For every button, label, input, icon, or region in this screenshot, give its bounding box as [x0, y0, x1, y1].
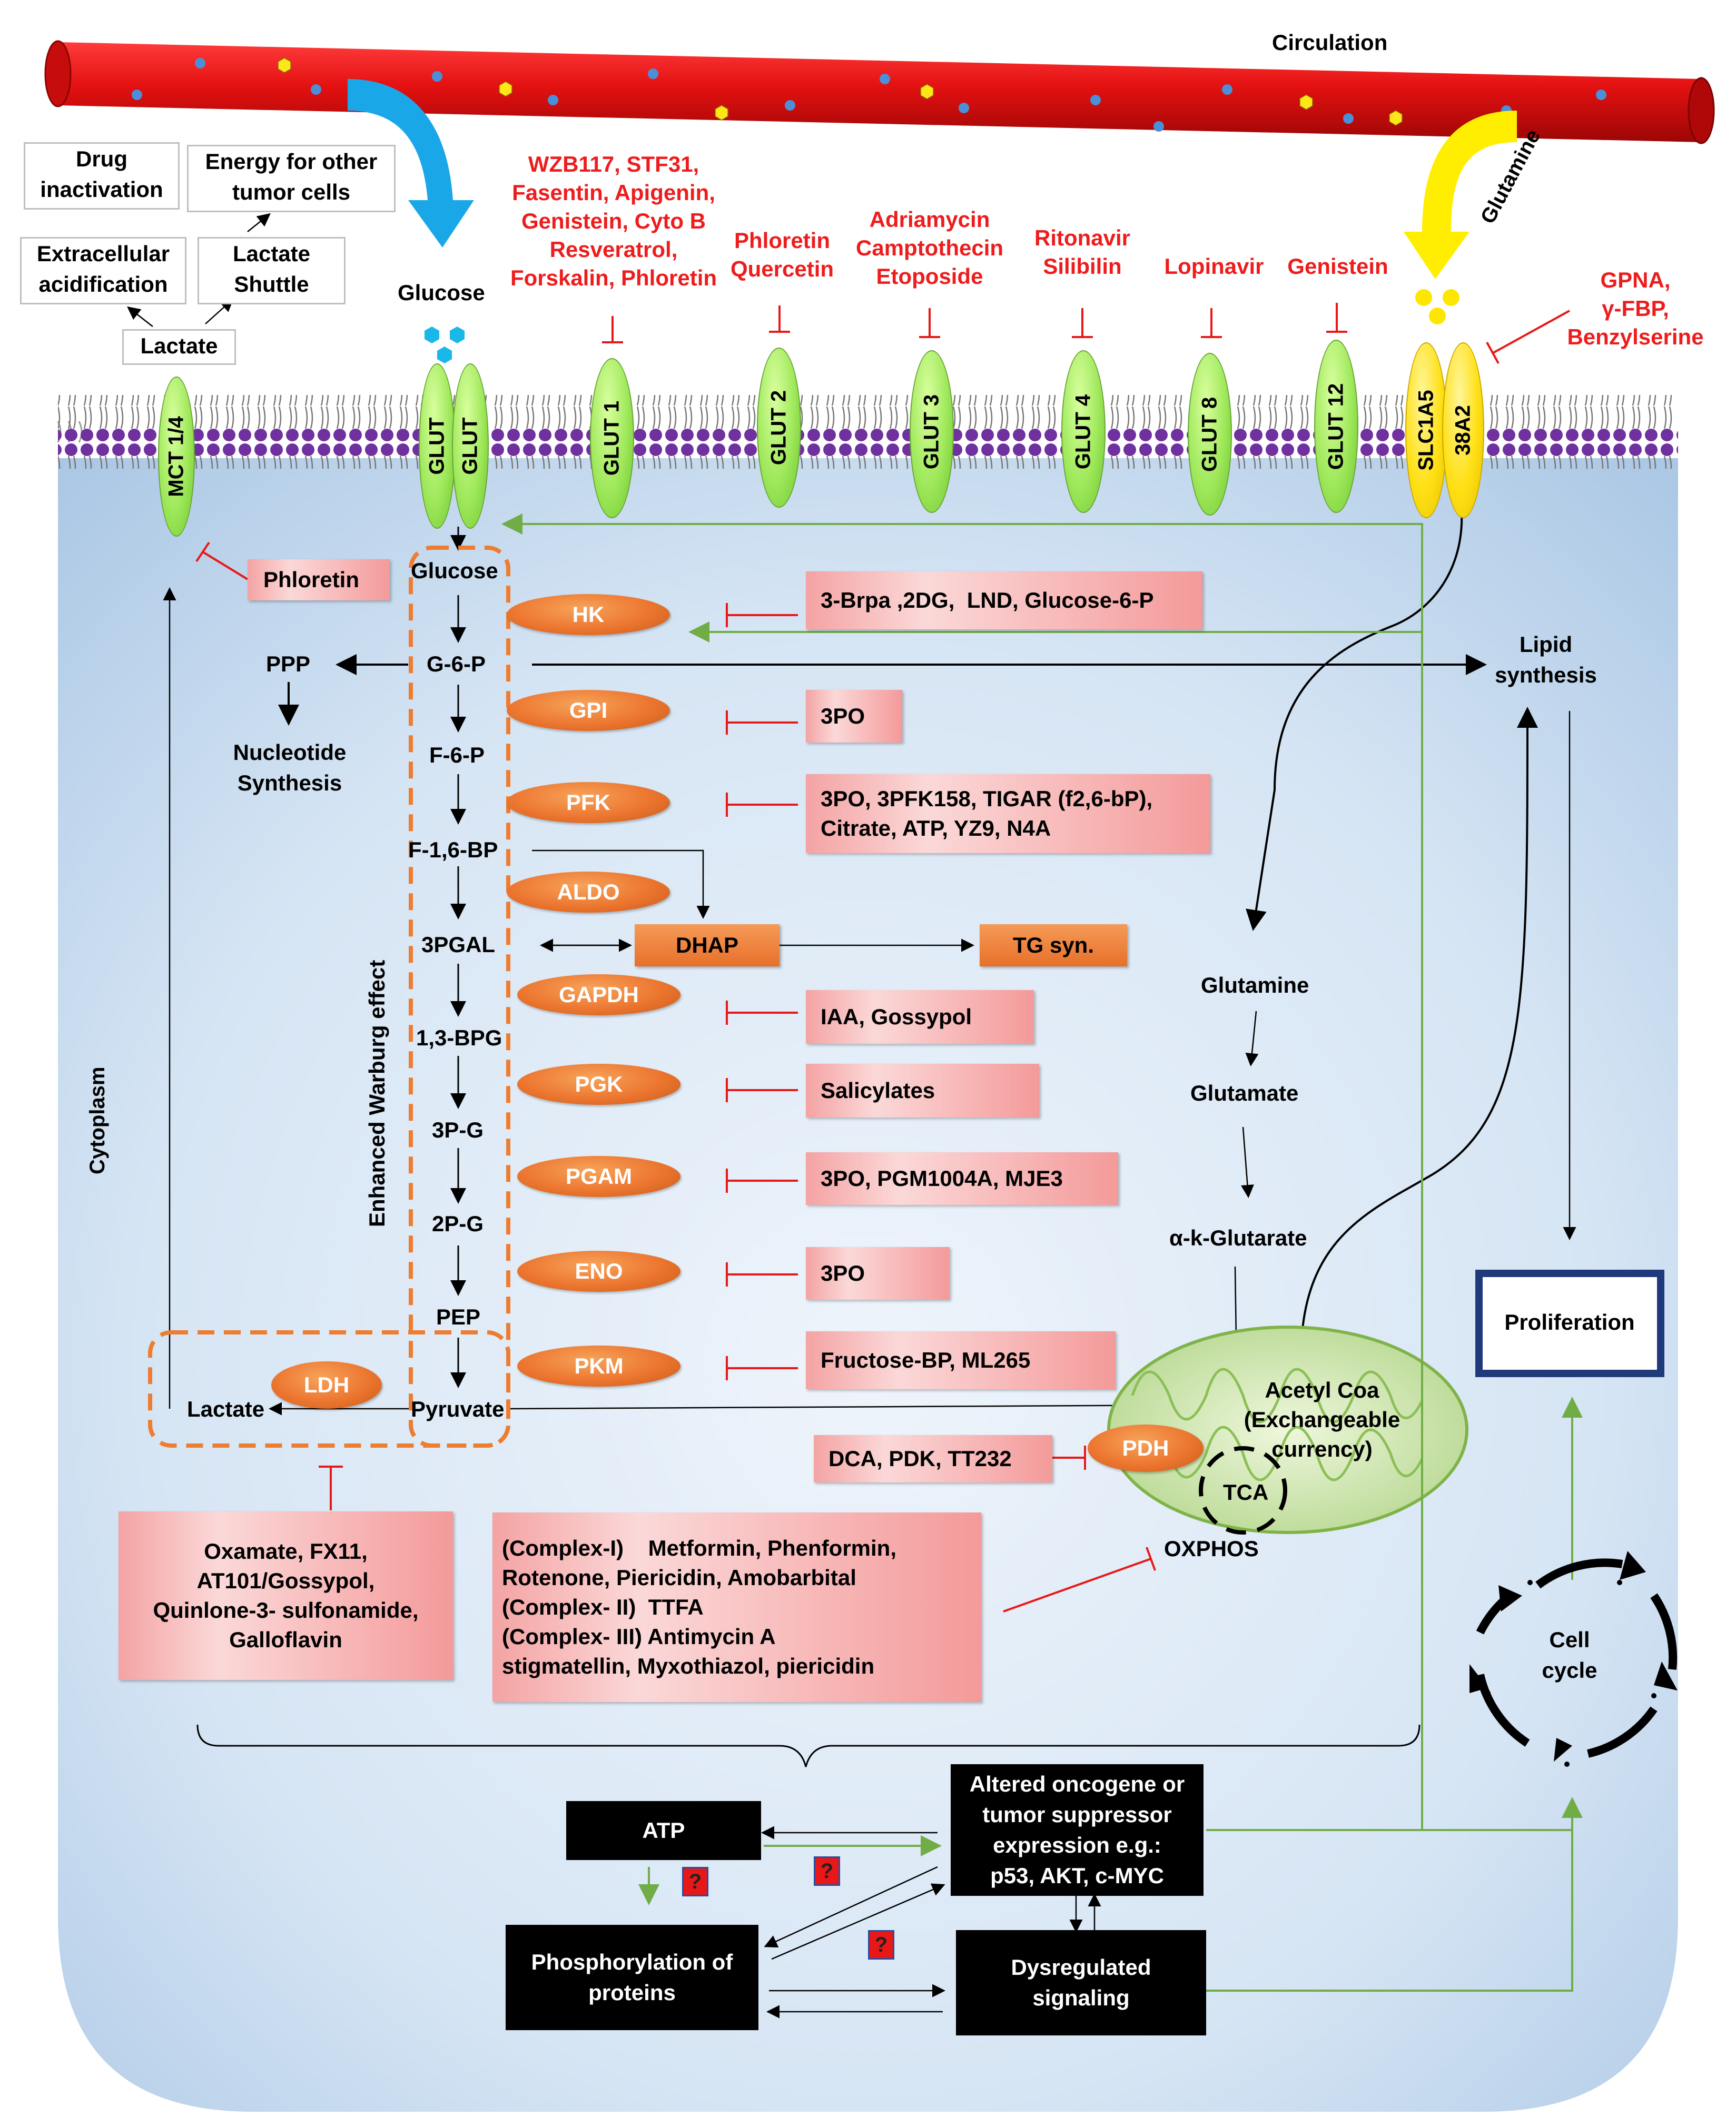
glutamate-label: Glutamate: [1190, 1081, 1299, 1105]
energy-other-cells-box: Energy for other tumor cells: [187, 145, 396, 212]
metabolite-lactate: Lactate: [187, 1397, 265, 1421]
pdh-inhibitor-box: DCA, PDK, TT232: [814, 1435, 1052, 1482]
slc1a5-transporter: SLC1A5: [1405, 342, 1447, 518]
cell-cycle-label: Cell cycle: [1542, 1627, 1597, 1683]
tg-synthesis-box: TG syn.: [980, 924, 1127, 966]
glut12-transporter: GLUT 12: [1314, 340, 1358, 513]
enzyme-pkm: PKM: [517, 1346, 680, 1387]
lipid-synthesis-label: Lipid synthesis: [1495, 632, 1597, 687]
glut8-transporter: GLUT 8: [1188, 353, 1232, 516]
enzyme-gapdh: GAPDH: [517, 974, 680, 1015]
glutamine-label: Glutamine: [1201, 973, 1309, 997]
glucose-molecules: [425, 327, 465, 363]
enzyme-aldo: ALDO: [507, 872, 670, 913]
glut2-inhibitors: Phloretin Quercetin: [730, 228, 834, 281]
metabolite-13bpg: 1,3-BPG: [416, 1025, 502, 1050]
oxphos-inhibitor-box: (Complex-I) Metformin, Phenformin, Roten…: [492, 1512, 981, 1702]
ppp-label: PPP: [266, 651, 311, 676]
pgam-inhibitor-box: 3PO, PGM1004A, MJE3: [806, 1152, 1118, 1205]
glucose-influx-arrow: [348, 79, 474, 248]
atp-box: ATP: [566, 1801, 761, 1860]
phosphorylation-box: Phosphorylation of proteins: [506, 1925, 758, 2030]
glut1-inhibitors: WZB117, STF31, Fasentin, Apigenin, Genis…: [510, 152, 717, 290]
cytoplasm-label: Cytoplasm: [86, 1066, 109, 1175]
mct-transporter: MCT 1/4: [158, 377, 195, 537]
question-mark-1: ?: [682, 1867, 708, 1896]
lactate-shuttle-box: Lactate Shuttle: [198, 237, 346, 304]
question-mark-3: ?: [868, 1930, 894, 1960]
metabolite-glucose: Glucose: [411, 558, 498, 583]
glut1-transporter: GLUT 1: [590, 358, 634, 518]
pgk-inhibitor-box: Salicylates: [806, 1064, 1039, 1118]
enzyme-ldh: LDH: [271, 1361, 382, 1409]
glutamine-influx-arrow: [1404, 111, 1517, 279]
hk-inhibitor-box: 3-Brpa ,2DG, LND, Glucose-6-P: [806, 571, 1202, 629]
mct-inhibitor-box: Phloretin: [248, 559, 390, 600]
enzyme-pgk: PGK: [517, 1064, 680, 1105]
metabolite-f16bp: F-1,6-BP: [408, 837, 498, 862]
circulation-label: Circulation: [1272, 30, 1388, 55]
38a2-transporter: 38A2: [1442, 342, 1484, 518]
glut2-transporter: GLUT 2: [757, 348, 801, 508]
enzyme-pfk: PFK: [507, 782, 670, 823]
ldh-inhibitor-box: Oxamate, FX11, AT101/Gossypol, Quinlone-…: [119, 1511, 453, 1680]
dysregulated-signaling-box: Dysregulated signaling: [956, 1930, 1206, 2035]
enzyme-gpi: GPI: [507, 690, 670, 731]
enzyme-pgam: PGAM: [517, 1156, 680, 1197]
altered-oncogene-box: Altered oncogene or tumor suppressor exp…: [951, 1764, 1204, 1896]
glut-transporter-b: GLUT: [452, 363, 489, 529]
lactate-out-box: Lactate: [122, 329, 236, 365]
dhap-box: DHAP: [635, 924, 780, 966]
metabolite-3pg: 3P-G: [432, 1118, 484, 1142]
glut4-transporter: GLUT 4: [1061, 350, 1106, 513]
glutamine-molecules: [1415, 289, 1459, 324]
metabolite-pep: PEP: [436, 1304, 481, 1329]
glut3-inhibitors: Adriamycin Camptothecin Etoposide: [856, 207, 1004, 289]
pkm-inhibitor-box: Fructose-BP, ML265: [806, 1331, 1116, 1389]
gapdh-inhibitor-box: IAA, Gossypol: [806, 990, 1034, 1044]
enzyme-pdh: PDH: [1088, 1425, 1204, 1472]
metabolite-3pgal: 3PGAL: [421, 932, 496, 957]
proliferation-box-border: [1475, 1270, 1664, 1377]
warburg-label: Enhanced Warburg effect: [364, 960, 389, 1227]
oxphos-label: OXPHOS: [1164, 1536, 1259, 1561]
proliferation-label: Proliferation: [1504, 1310, 1635, 1334]
glut8-inhibitors: Lopinavir: [1164, 254, 1264, 279]
question-mark-2: ?: [814, 1856, 840, 1886]
gpi-inhibitor-box: 3PO: [806, 690, 902, 743]
extracellular-acidification-box: Extracellular acidification: [20, 237, 186, 304]
acetyl-coa-label: Acetyl Coa (Exchangeable currency): [1244, 1378, 1400, 1461]
glut4-inhibitors: Ritonavir Silibilin: [1034, 225, 1131, 279]
metabolite-f6p: F-6-P: [429, 743, 485, 767]
glucose-label-outside: Glucose: [398, 280, 485, 305]
glut-transporter-a: GLUT: [419, 363, 456, 529]
glut12-inhibitors: Genistein: [1287, 254, 1388, 279]
glutamine-transporter-inhibitors: GPNA, γ-FBP, Benzylserine: [1567, 268, 1704, 349]
metabolite-2pg: 2P-G: [432, 1211, 484, 1236]
drug-inactivation-box: Drug inactivation: [24, 142, 180, 210]
metabolite-pyruvate: Pyruvate: [411, 1397, 505, 1421]
pfk-inhibitor-box: 3PO, 3PFK158, TIGAR (f2,6-bP), Citrate, …: [806, 774, 1210, 853]
glut3-transporter: GLUT 3: [910, 350, 954, 513]
akg-label: α-k-Glutarate: [1169, 1225, 1307, 1250]
tca-label: TCA: [1223, 1480, 1269, 1505]
blood-vessel: [44, 40, 1715, 144]
metabolite-g6p: G-6-P: [427, 651, 486, 676]
eno-inhibitor-box: 3PO: [806, 1247, 950, 1300]
enzyme-hk: HK: [507, 594, 670, 635]
enzyme-eno: ENO: [517, 1251, 680, 1292]
nucleotide-synthesis-label: Nucleotide Synthesis: [233, 740, 347, 795]
